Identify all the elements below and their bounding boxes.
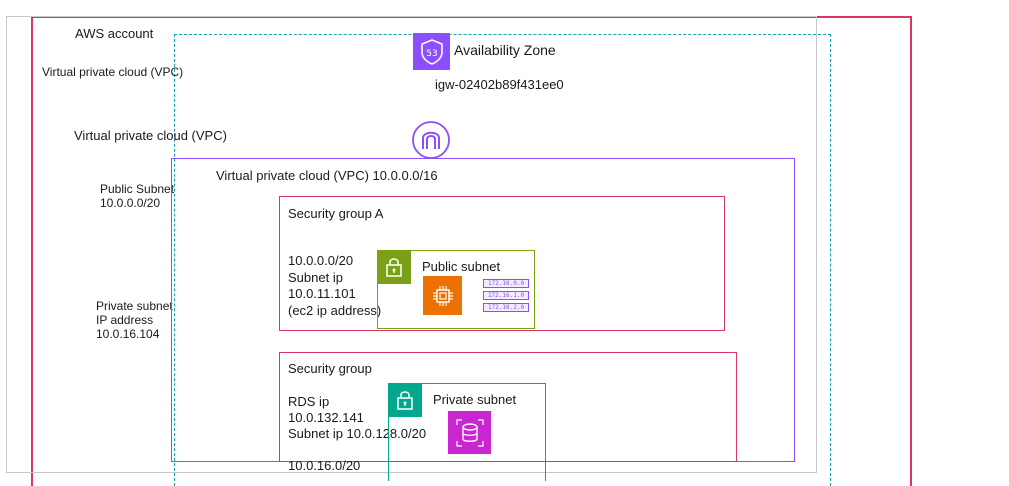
canvas-frame [6, 16, 817, 473]
security-group-a-subnet-ip-label: Subnet ip [288, 270, 343, 285]
public-subnet-container [377, 250, 535, 329]
private-subnet-cidr: Subnet ip 10.0.128.0/20 [288, 426, 427, 441]
lock-icon [377, 250, 411, 284]
security-group-a-label: Security group A [288, 206, 384, 221]
availability-zone-container [174, 34, 831, 486]
public-subnet-side-cidr: 10.0.0.0/20 [100, 196, 161, 210]
rds-database-icon [448, 411, 491, 454]
ip-chip: 172.16.0.0 [483, 279, 529, 288]
security-group-a [279, 196, 725, 331]
region-badge-text: 53 [426, 49, 437, 59]
availability-zone-label: Availability Zone [454, 42, 556, 58]
private-subnet-label: Private subnet [433, 392, 517, 407]
private-subnet-container [388, 383, 546, 481]
rds-ip-label: RDS ip [288, 394, 330, 409]
ec2-instance-icon [423, 276, 462, 315]
vpc-cidr-label: Virtual private cloud (VPC) 10.0.0.0/16 [216, 168, 438, 183]
route53-shield-icon: 53 [413, 33, 450, 70]
internet-gateway-id: igw-02402b89f431ee0 [435, 77, 564, 92]
security-group-b [279, 352, 737, 462]
private-range-cidr: 10.0.16.0/20 [288, 458, 361, 473]
ip-chip: 172.16.2.0 [483, 303, 529, 312]
vpc-label-mid: Virtual private cloud (VPC) [74, 128, 227, 143]
internet-gateway-icon [411, 120, 451, 160]
vpc-label-top: Virtual private cloud (VPC) [42, 65, 184, 79]
security-group-a-ec2-ip: 10.0.11.101 [288, 286, 356, 301]
private-subnet-side-ip-label: IP address [96, 313, 154, 327]
lock-icon [388, 383, 422, 417]
private-subnet-side-label: Private subnet [96, 299, 173, 313]
public-subnet-label: Public subnet [422, 259, 501, 274]
private-subnet-side-ip: 10.0.16.104 [96, 327, 160, 341]
public-subnet-side-label: Public Subnet [100, 182, 175, 196]
security-group-b-label: Security group [288, 361, 372, 376]
security-group-a-cidr: 10.0.0.0/20 [288, 253, 354, 268]
aws-account-container [31, 16, 912, 486]
ip-chip: 172.16.1.0 [483, 291, 529, 300]
security-group-a-ec2-note: (ec2 ip address) [288, 303, 382, 318]
rds-ip-value: 10.0.132.141 [288, 410, 364, 425]
aws-account-label: AWS account [75, 26, 154, 41]
